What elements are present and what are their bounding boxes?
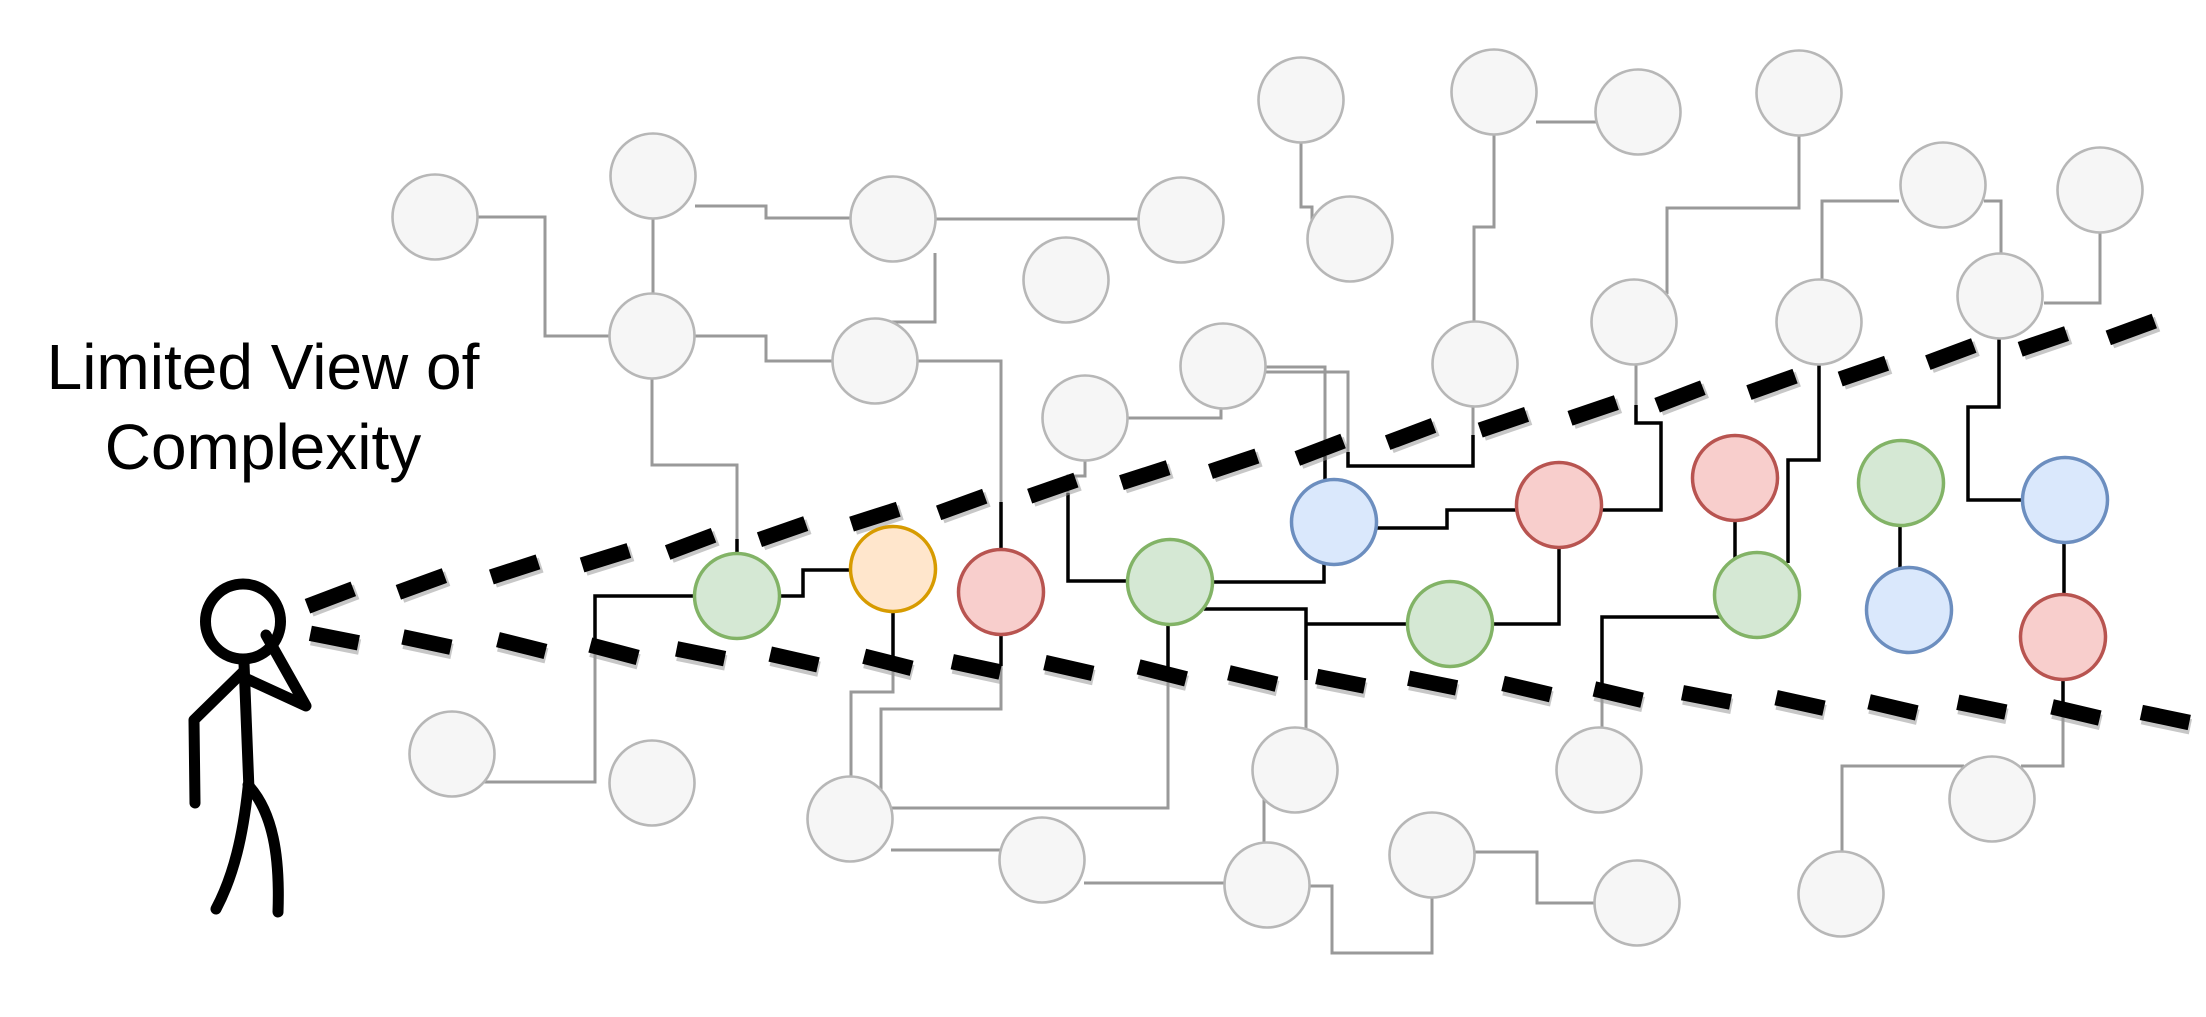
svg-text:Complexity: Complexity [105,411,422,483]
svg-text:Limited View of: Limited View of [47,331,480,403]
